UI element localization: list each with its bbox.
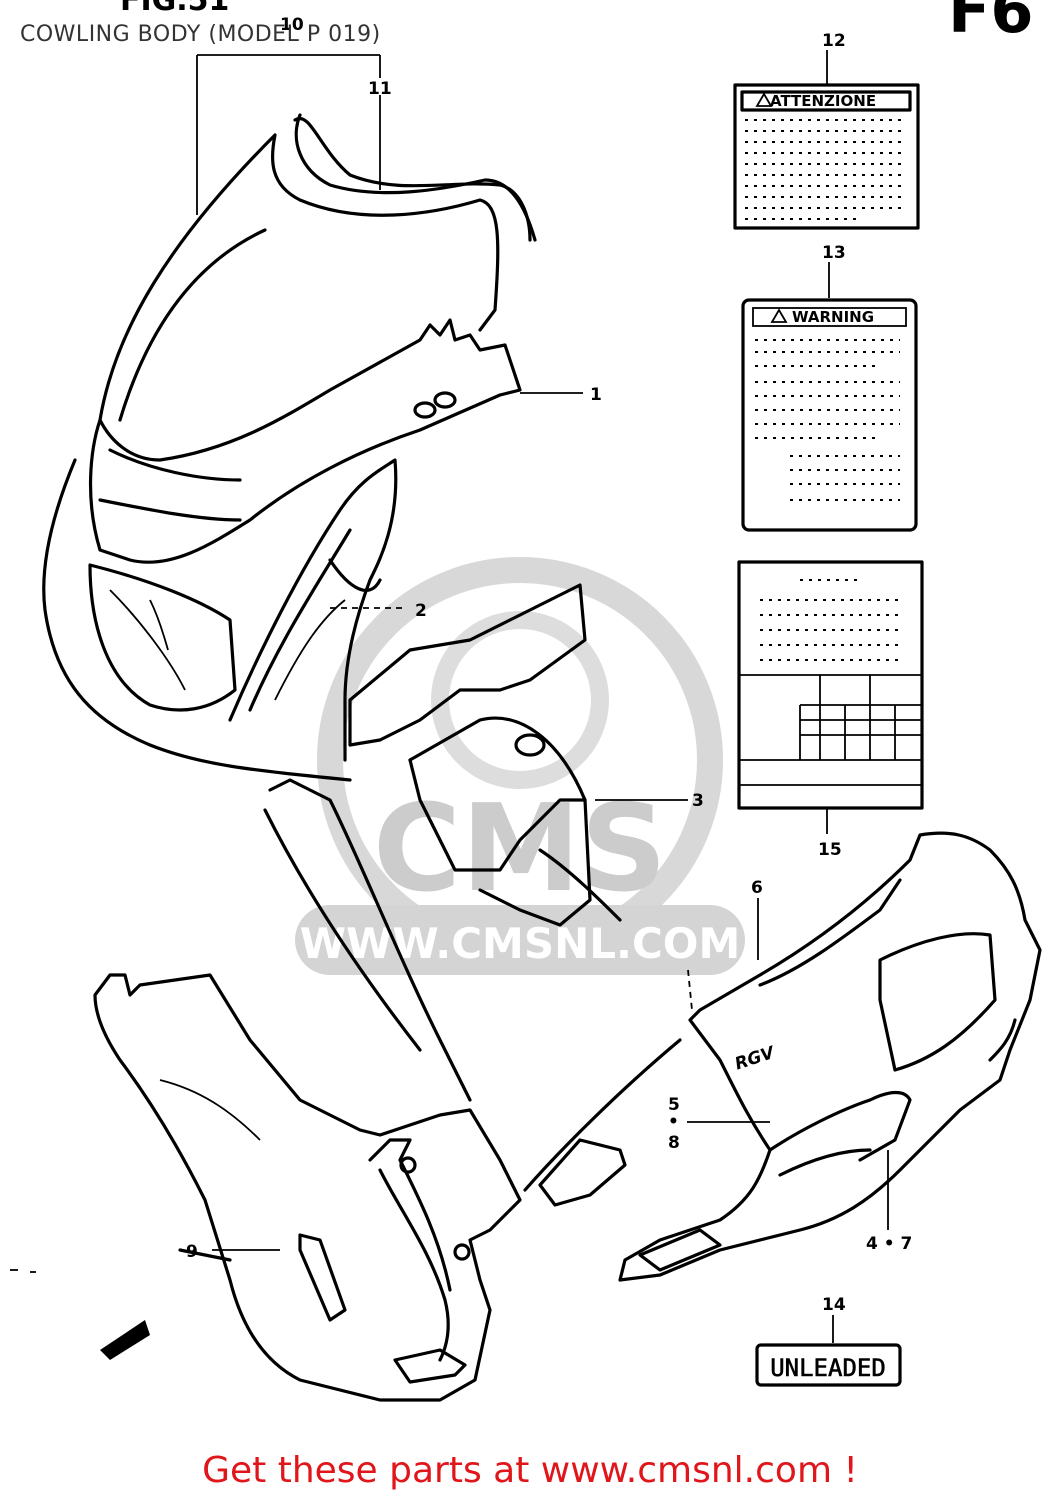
- watermark: CMS WWW.CMSNL.COM: [295, 557, 745, 975]
- unleaded-text: UNLEADED: [770, 1354, 886, 1382]
- decal-unleaded: UNLEADED: [755, 1343, 902, 1387]
- callout-1: 1: [590, 385, 602, 405]
- callout-5: 5: [668, 1095, 680, 1115]
- callout-4-7: 4 • 7: [866, 1234, 912, 1254]
- warning-title: WARNING: [792, 308, 874, 326]
- callout-12: 12: [822, 31, 846, 51]
- callout-2: 2: [415, 601, 427, 621]
- upper-cowling: [42, 113, 537, 782]
- leader-lines: [10, 50, 889, 1343]
- warning-text-lines: [755, 339, 900, 501]
- decal-info-label: [737, 560, 924, 810]
- watermark-url: WWW.CMSNL.COM: [300, 919, 741, 968]
- callout-6: 6: [751, 878, 763, 898]
- callout-13: 13: [822, 243, 846, 263]
- callout-15: 15: [818, 840, 842, 860]
- callout-9: 9: [186, 1242, 198, 1262]
- inner-cowling: [348, 583, 622, 927]
- callout-3: 3: [692, 791, 704, 811]
- lower-left-cowling: [93, 778, 522, 1402]
- callout-labels: 10 11 12 13 1 2 3 15 6 5 • 8 4 • 7 9 14: [186, 15, 912, 1315]
- callout-10: 10: [280, 15, 304, 35]
- side-logo: RGV: [732, 1042, 778, 1074]
- front-arrow-icon: [100, 1320, 150, 1360]
- corner-letters: F6: [948, 0, 1034, 47]
- figure-label: FIG.51: [120, 0, 229, 18]
- decal-warning: WARNING: [741, 298, 918, 532]
- callout-14: 14: [822, 1295, 846, 1315]
- attenzione-title: ATTENZIONE: [770, 92, 876, 110]
- callout-11: 11: [368, 79, 392, 99]
- attenzione-text-lines: [745, 119, 905, 220]
- lower-right-cowling: RGV: [523, 831, 1042, 1282]
- decal-attenzione: ATTENZIONE: [733, 83, 920, 230]
- footer-parts-link[interactable]: Get these parts at www.cmsnl.com !: [202, 1450, 858, 1491]
- callout-5-8-dot: •: [668, 1112, 679, 1132]
- callout-8: 8: [668, 1133, 680, 1153]
- page-title: COWLING BODY (MODEL P 019): [20, 22, 381, 47]
